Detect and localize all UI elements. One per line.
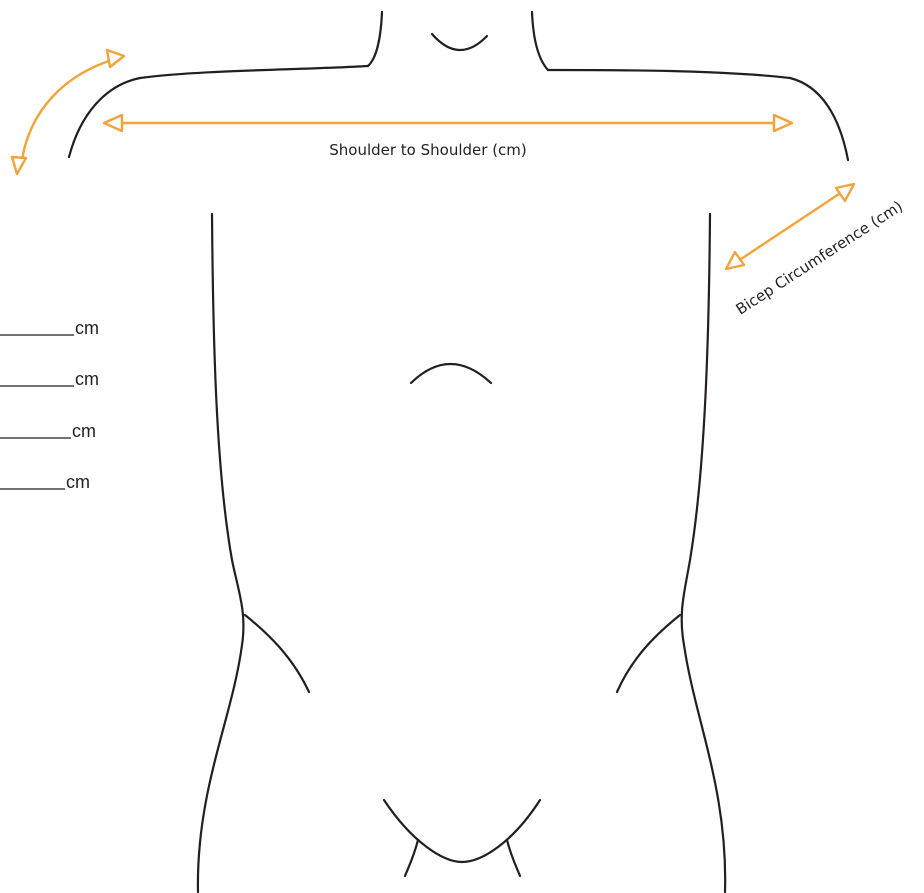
right-hip-crease [617,615,680,692]
torso-right-side [682,214,726,892]
groin-curve [384,800,540,862]
measurement-field-4[interactable]: cm [0,472,90,492]
left-hip-crease [245,615,309,692]
shoulder-arrow-right [774,115,792,131]
bicep-arrow-upper [836,184,854,201]
shoulder-arrow-left [104,115,122,131]
inner-thigh-left [405,840,418,876]
right-shoulder-line [548,70,848,160]
field-unit-label: cm [75,318,99,338]
sternum-arc [411,364,491,383]
neck-left-line [368,12,382,66]
measurement-field-3[interactable]: cm [0,421,96,441]
neck-notch [432,34,487,50]
torso-left-side [198,214,244,892]
inner-thigh-right [507,840,520,876]
field-unit-label: cm [66,472,90,492]
neck-right-line [532,12,548,70]
measurement-field-1[interactable]: cm [0,318,99,338]
bicep-circumference-label: Bicep Circumference (cm) [733,197,906,318]
curved-measure-arc [22,60,112,160]
left-shoulder-line [69,66,368,157]
field-unit-label: cm [75,369,99,389]
curved-arrow-head-bottom [12,157,26,174]
shoulder-to-shoulder-label: Shoulder to Shoulder (cm) [329,141,527,159]
field-unit-label: cm [72,421,96,441]
bicep-arrow-lower [726,252,744,269]
curved-arrow-head-top [107,50,124,67]
measurement-field-2[interactable]: cm [0,369,99,389]
